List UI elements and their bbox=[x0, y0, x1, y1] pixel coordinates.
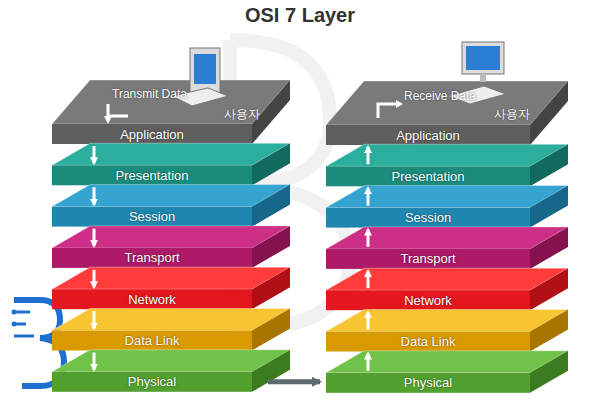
slab-side bbox=[530, 144, 568, 186]
slab-top bbox=[52, 350, 290, 372]
slab-front bbox=[326, 373, 530, 393]
flow-arrow bbox=[93, 353, 96, 370]
slab-side bbox=[252, 226, 290, 268]
osi-layer: Application bbox=[52, 124, 252, 144]
slab-front bbox=[52, 331, 252, 351]
osi-layer: Network bbox=[326, 290, 530, 310]
osi-layer: Physical bbox=[52, 372, 252, 392]
flow-arrow bbox=[367, 147, 370, 164]
flow-arrow bbox=[93, 270, 96, 287]
flow-arrow bbox=[93, 229, 96, 246]
slab-top bbox=[326, 268, 568, 290]
osi-layer: Presentation bbox=[52, 165, 252, 185]
layer-name: Data Link bbox=[401, 334, 456, 349]
osi-layer: Physical bbox=[326, 373, 530, 393]
slab-top bbox=[52, 309, 290, 331]
layer-name: Session bbox=[129, 209, 175, 224]
caption-label: 사용자 bbox=[224, 108, 260, 121]
osi-layer: Data Link bbox=[326, 332, 530, 352]
layer-name: Transport bbox=[124, 250, 179, 265]
slab-front bbox=[52, 207, 252, 227]
slab-top bbox=[52, 267, 290, 289]
caption-label: 사용자 bbox=[494, 108, 530, 121]
caption-label: Receive Data bbox=[404, 90, 476, 103]
slab-front bbox=[52, 289, 252, 309]
layer-name: Application bbox=[120, 127, 184, 142]
slab-front bbox=[52, 372, 252, 392]
slab-front bbox=[326, 166, 530, 186]
slab-front bbox=[326, 125, 530, 145]
osi-layer: Network bbox=[52, 289, 252, 309]
layer-name: Physical bbox=[128, 374, 176, 389]
slab-side bbox=[530, 81, 568, 145]
layer-name: Data Link bbox=[125, 333, 180, 348]
slab-side bbox=[252, 185, 290, 227]
layer-name: Application bbox=[396, 128, 460, 143]
slab-front bbox=[326, 332, 530, 352]
slab-top bbox=[52, 143, 290, 165]
slab-top bbox=[326, 351, 568, 373]
slab-front bbox=[52, 124, 252, 144]
slab-front bbox=[326, 290, 530, 310]
slab-top bbox=[52, 185, 290, 207]
layer-name: Network bbox=[128, 292, 176, 307]
osi-layer: Transport bbox=[326, 249, 530, 269]
slab-top bbox=[326, 144, 568, 166]
slab-side bbox=[252, 309, 290, 351]
osi-layer: Session bbox=[326, 208, 530, 228]
slab-side bbox=[530, 310, 568, 352]
osi-layer: Data Link bbox=[52, 331, 252, 351]
osi-layer: Application bbox=[326, 125, 530, 145]
slab-top bbox=[52, 80, 290, 124]
transfer-arrow bbox=[268, 379, 320, 384]
flow-arrow bbox=[93, 187, 96, 204]
flow-arrow bbox=[367, 188, 370, 205]
flow-arrow bbox=[93, 311, 96, 328]
slab-side bbox=[530, 186, 568, 228]
slab-top bbox=[326, 310, 568, 332]
layer-name: Transport bbox=[400, 251, 455, 266]
flow-arrow bbox=[93, 146, 96, 163]
layer-name: Physical bbox=[404, 375, 452, 390]
slab-front bbox=[326, 249, 530, 269]
computer-icon bbox=[378, 42, 506, 118]
slab-top bbox=[52, 226, 290, 248]
layer-name: Presentation bbox=[116, 168, 189, 183]
osi-layer: Session bbox=[52, 207, 252, 227]
slab-side bbox=[530, 227, 568, 269]
slab-side bbox=[252, 350, 290, 392]
flow-arrow bbox=[367, 271, 370, 288]
layer-name: Network bbox=[404, 293, 452, 308]
slab-top bbox=[326, 81, 568, 125]
flow-arrow bbox=[367, 354, 370, 371]
slab-side bbox=[530, 351, 568, 393]
slab-front bbox=[52, 165, 252, 185]
slab-front bbox=[52, 248, 252, 268]
slab-side bbox=[252, 143, 290, 185]
flow-arrow bbox=[367, 230, 370, 247]
osi-layer: Transport bbox=[52, 248, 252, 268]
osi-layer: Presentation bbox=[326, 166, 530, 186]
slab-side bbox=[530, 268, 568, 310]
slab-top bbox=[326, 186, 568, 208]
slab-top bbox=[326, 227, 568, 249]
flow-arrow bbox=[367, 312, 370, 329]
slab-side bbox=[252, 267, 290, 309]
diagram-title: OSI 7 Layer bbox=[0, 4, 600, 27]
layer-name: Presentation bbox=[392, 169, 465, 184]
computer-icon bbox=[104, 48, 228, 124]
caption-label: Transmit Data bbox=[112, 88, 187, 101]
slab-front bbox=[326, 208, 530, 228]
layer-name: Session bbox=[405, 210, 451, 225]
